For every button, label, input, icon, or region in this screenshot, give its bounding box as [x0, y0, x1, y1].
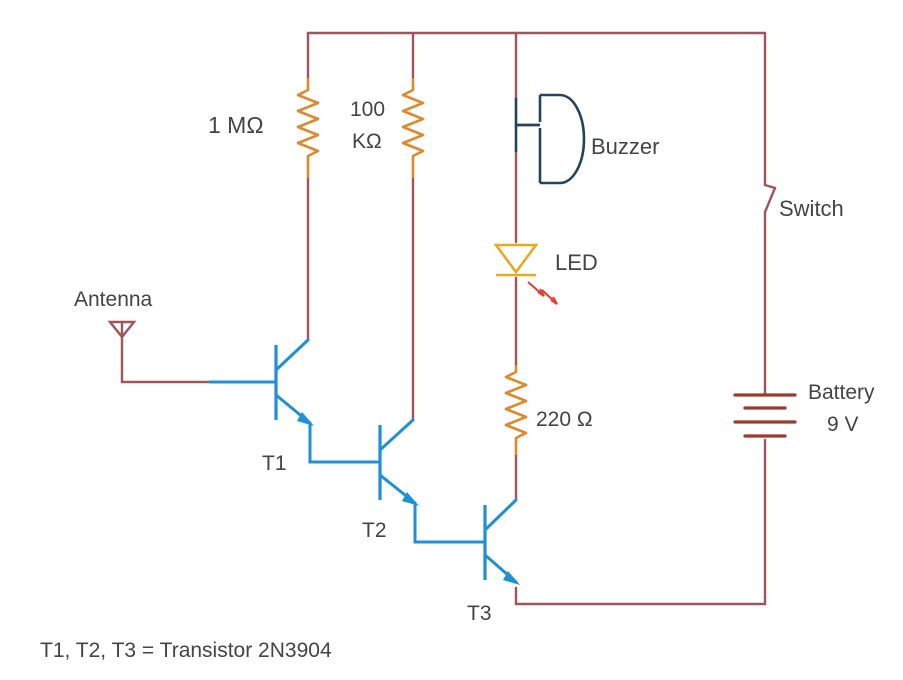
antenna-icon	[107, 320, 137, 339]
t2-label: T2	[362, 519, 387, 542]
led-label: LED	[555, 250, 598, 275]
resistor-r3	[504, 365, 528, 455]
antenna-label: Antenna	[74, 288, 153, 311]
transistor-t1	[208, 338, 382, 464]
transistor-t2	[378, 418, 487, 544]
resistor-r2	[401, 78, 425, 178]
resistor-r1	[296, 78, 320, 178]
battery-label-bottom: 9 V	[827, 413, 859, 436]
r3-label: 220 Ω	[536, 408, 593, 431]
r2-label-bottom: KΩ	[352, 130, 382, 153]
t1-label: T1	[262, 452, 287, 475]
battery-icon	[733, 393, 797, 438]
battery-to-bottom-wire	[514, 438, 767, 606]
antenna-wire	[120, 330, 212, 384]
buzzer-label: Buzzer	[591, 134, 659, 159]
buzzer-icon	[514, 93, 586, 185]
wires	[120, 31, 767, 606]
battery-label-top: Battery	[808, 381, 875, 404]
footnote: T1, T2, T3 = Transistor 2N3904	[40, 639, 332, 662]
led-icon	[493, 243, 558, 305]
switch-icon	[763, 183, 777, 214]
transistor-t3	[483, 498, 520, 585]
r2-label-top: 100	[350, 98, 385, 121]
t3-label: T3	[467, 602, 492, 625]
r1-label: 1 MΩ	[208, 112, 264, 138]
switch-label: Switch	[779, 196, 844, 221]
